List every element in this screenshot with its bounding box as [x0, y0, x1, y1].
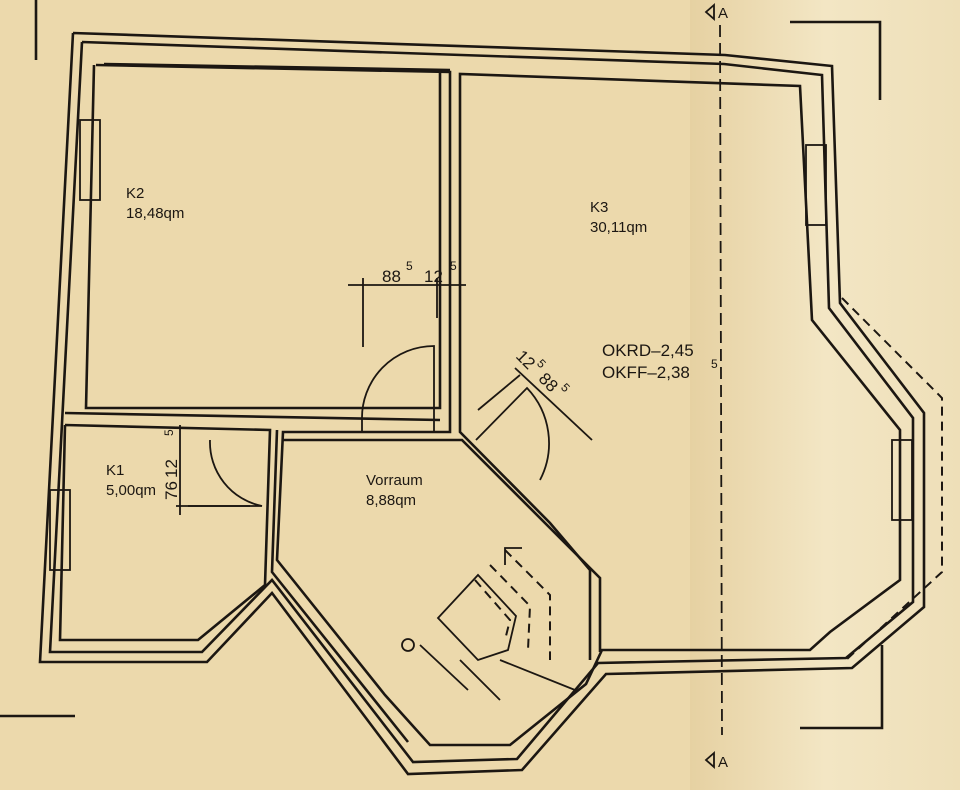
dim-k1-door-reveal: 12 [162, 459, 181, 478]
doors [188, 345, 550, 507]
dim-k2-door-reveal: 12 [424, 267, 443, 286]
dim-k2-door-width: 88 [382, 267, 401, 286]
bay-outline [841, 297, 943, 661]
windows [49, 119, 913, 571]
level-okff-sup: 5 [711, 357, 718, 371]
level-okrd: OKRD–2,45 [602, 341, 694, 360]
room-k3-area: 30,11qm [590, 219, 647, 236]
section-marker-top: A [704, 3, 728, 22]
dimension-lines [176, 278, 593, 515]
room-k1-name: K1 [106, 462, 124, 479]
section-label-top: A [718, 5, 728, 22]
room-k1-area: 5,00qm [106, 482, 156, 499]
room-k2-area: 18,48qm [126, 205, 184, 222]
dim-k2-door-reveal-sup: 5 [450, 259, 457, 273]
section-label-bottom: A [718, 754, 728, 771]
staircase [401, 547, 576, 701]
room-k2-name: K2 [126, 185, 144, 202]
interior-walls [58, 63, 902, 747]
dim-k2-door-width-sup: 5 [406, 259, 413, 273]
room-vorraum-name: Vorraum [366, 472, 423, 489]
section-marker-bottom: A [704, 751, 728, 771]
dim-k1-door-reveal-sup: 5 [162, 429, 176, 436]
room-k3-name: K3 [590, 199, 608, 216]
dim-k1-door-width: 76 [162, 481, 181, 500]
room-vorraum-area: 8,88qm [366, 492, 416, 509]
level-okff: OKFF–2,38 [602, 363, 690, 382]
corner-marks [0, 0, 884, 736]
dim-k3-door-width: 88 [535, 369, 562, 396]
